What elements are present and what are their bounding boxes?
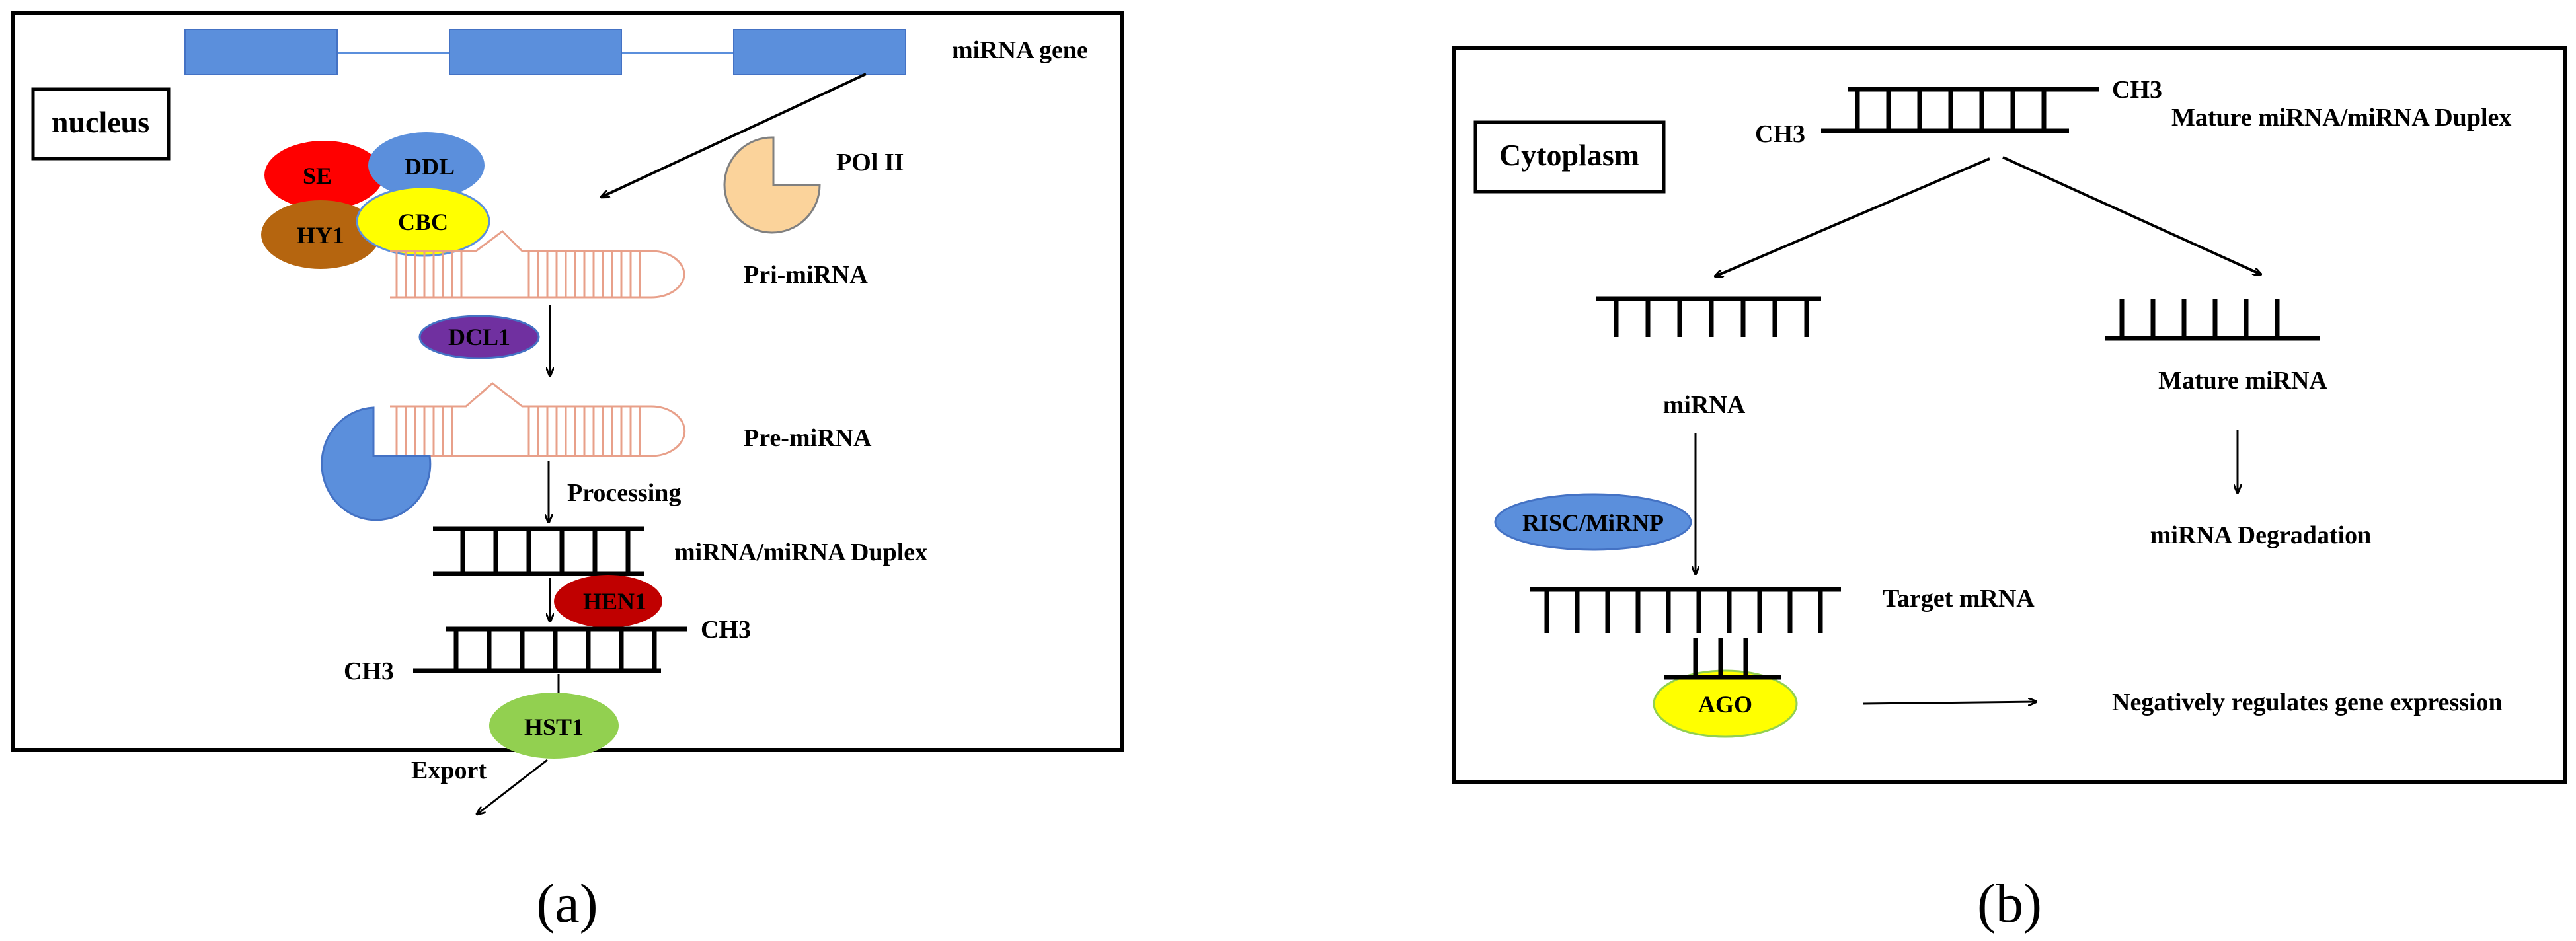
ago-protein xyxy=(1653,669,1798,738)
dcl1-label: DCL1 xyxy=(448,324,510,350)
processing-label: Processing xyxy=(567,479,681,507)
arrow-to-mature xyxy=(2002,156,2261,274)
cbc-protein xyxy=(356,186,490,257)
duplex-1 xyxy=(433,526,644,576)
transcription-arrow xyxy=(602,73,867,197)
cytoplasm-label-box xyxy=(1473,120,1666,194)
pre-mirna-label: Pre-miRNA xyxy=(744,424,872,452)
nucleus-label: nucleus xyxy=(52,105,149,139)
regulation-label: Negatively regulates gene expression xyxy=(2112,689,2503,716)
mirna-strand xyxy=(1596,296,1821,337)
arrow-to-mirna xyxy=(1715,157,1990,276)
panel-b: Cytoplasm CH3 CH3 Mature miRNA/miRNA Dup… xyxy=(1452,46,2567,934)
ch3-left-label: CH3 xyxy=(344,658,394,685)
risc-label: RISC/MiRNP xyxy=(1522,509,1664,536)
target-mrna xyxy=(1530,587,1841,633)
mature-duplex-label: Mature miRNA/miRNA Duplex xyxy=(2171,104,2511,132)
risc-complex xyxy=(1494,493,1692,551)
se-protein xyxy=(264,141,383,209)
hst1-label: HST1 xyxy=(524,714,584,740)
cbc-label: CBC xyxy=(398,209,448,235)
ch3-bottom-label: CH3 xyxy=(1755,120,1805,148)
exon-3 xyxy=(733,29,906,75)
hy1-label: HY1 xyxy=(297,222,344,248)
hen1-label: HEN1 xyxy=(583,588,646,615)
panel-a: miRNA gene nucleus POl II SE DDL HY1 CBC… xyxy=(11,11,1124,934)
pol-ii-icon xyxy=(723,136,821,234)
exon-2 xyxy=(449,29,622,75)
hy1-protein xyxy=(261,200,380,269)
cytoplasm-label: Cytoplasm xyxy=(1499,138,1639,172)
degradation-label: miRNA Degradation xyxy=(2150,521,2372,549)
ch3-top-label: CH3 xyxy=(2112,76,2162,104)
se-label: SE xyxy=(303,163,332,189)
nucleus-boundary xyxy=(11,11,1124,752)
bound-mirna xyxy=(1664,638,1781,680)
target-mrna-label: Target mRNA xyxy=(1883,585,2035,613)
dcl1-protein xyxy=(418,315,540,359)
pri-mirna-hairpin xyxy=(390,230,685,299)
pol-ii-label: POl II xyxy=(836,149,904,176)
hst1-protein xyxy=(489,693,619,759)
exon-1 xyxy=(184,29,338,75)
mature-mirna-strand xyxy=(2105,299,2320,341)
regulation-arrow xyxy=(1862,702,2036,704)
pre-mirna-hairpin xyxy=(390,382,686,457)
cytoplasm-boundary xyxy=(1452,46,2567,784)
mature-duplex xyxy=(1821,87,2099,133)
pri-mirna-label: Pri-miRNA xyxy=(744,261,868,289)
hen1-protein xyxy=(554,575,662,628)
mirna-label: miRNA xyxy=(1663,391,1746,419)
panel-b-caption: (b) xyxy=(1977,873,2042,934)
panel-a-caption: (a) xyxy=(536,873,598,934)
mature-mirna-label: Mature miRNA xyxy=(2158,367,2327,395)
export-label: Export xyxy=(411,757,487,784)
mirna-gene xyxy=(184,29,906,75)
nucleus-label-box xyxy=(31,87,171,161)
ddl-protein xyxy=(368,132,485,198)
duplex-2 xyxy=(413,626,687,673)
ddl-label: DDL xyxy=(405,153,455,180)
ago-label: AGO xyxy=(1698,691,1752,718)
ch3-right-label: CH3 xyxy=(701,616,751,644)
export-arrow-2 xyxy=(477,759,548,814)
duplex-label: miRNA/miRNA Duplex xyxy=(674,539,927,566)
mirna-gene-label: miRNA gene xyxy=(952,36,1088,64)
dicer-icon xyxy=(321,406,432,521)
